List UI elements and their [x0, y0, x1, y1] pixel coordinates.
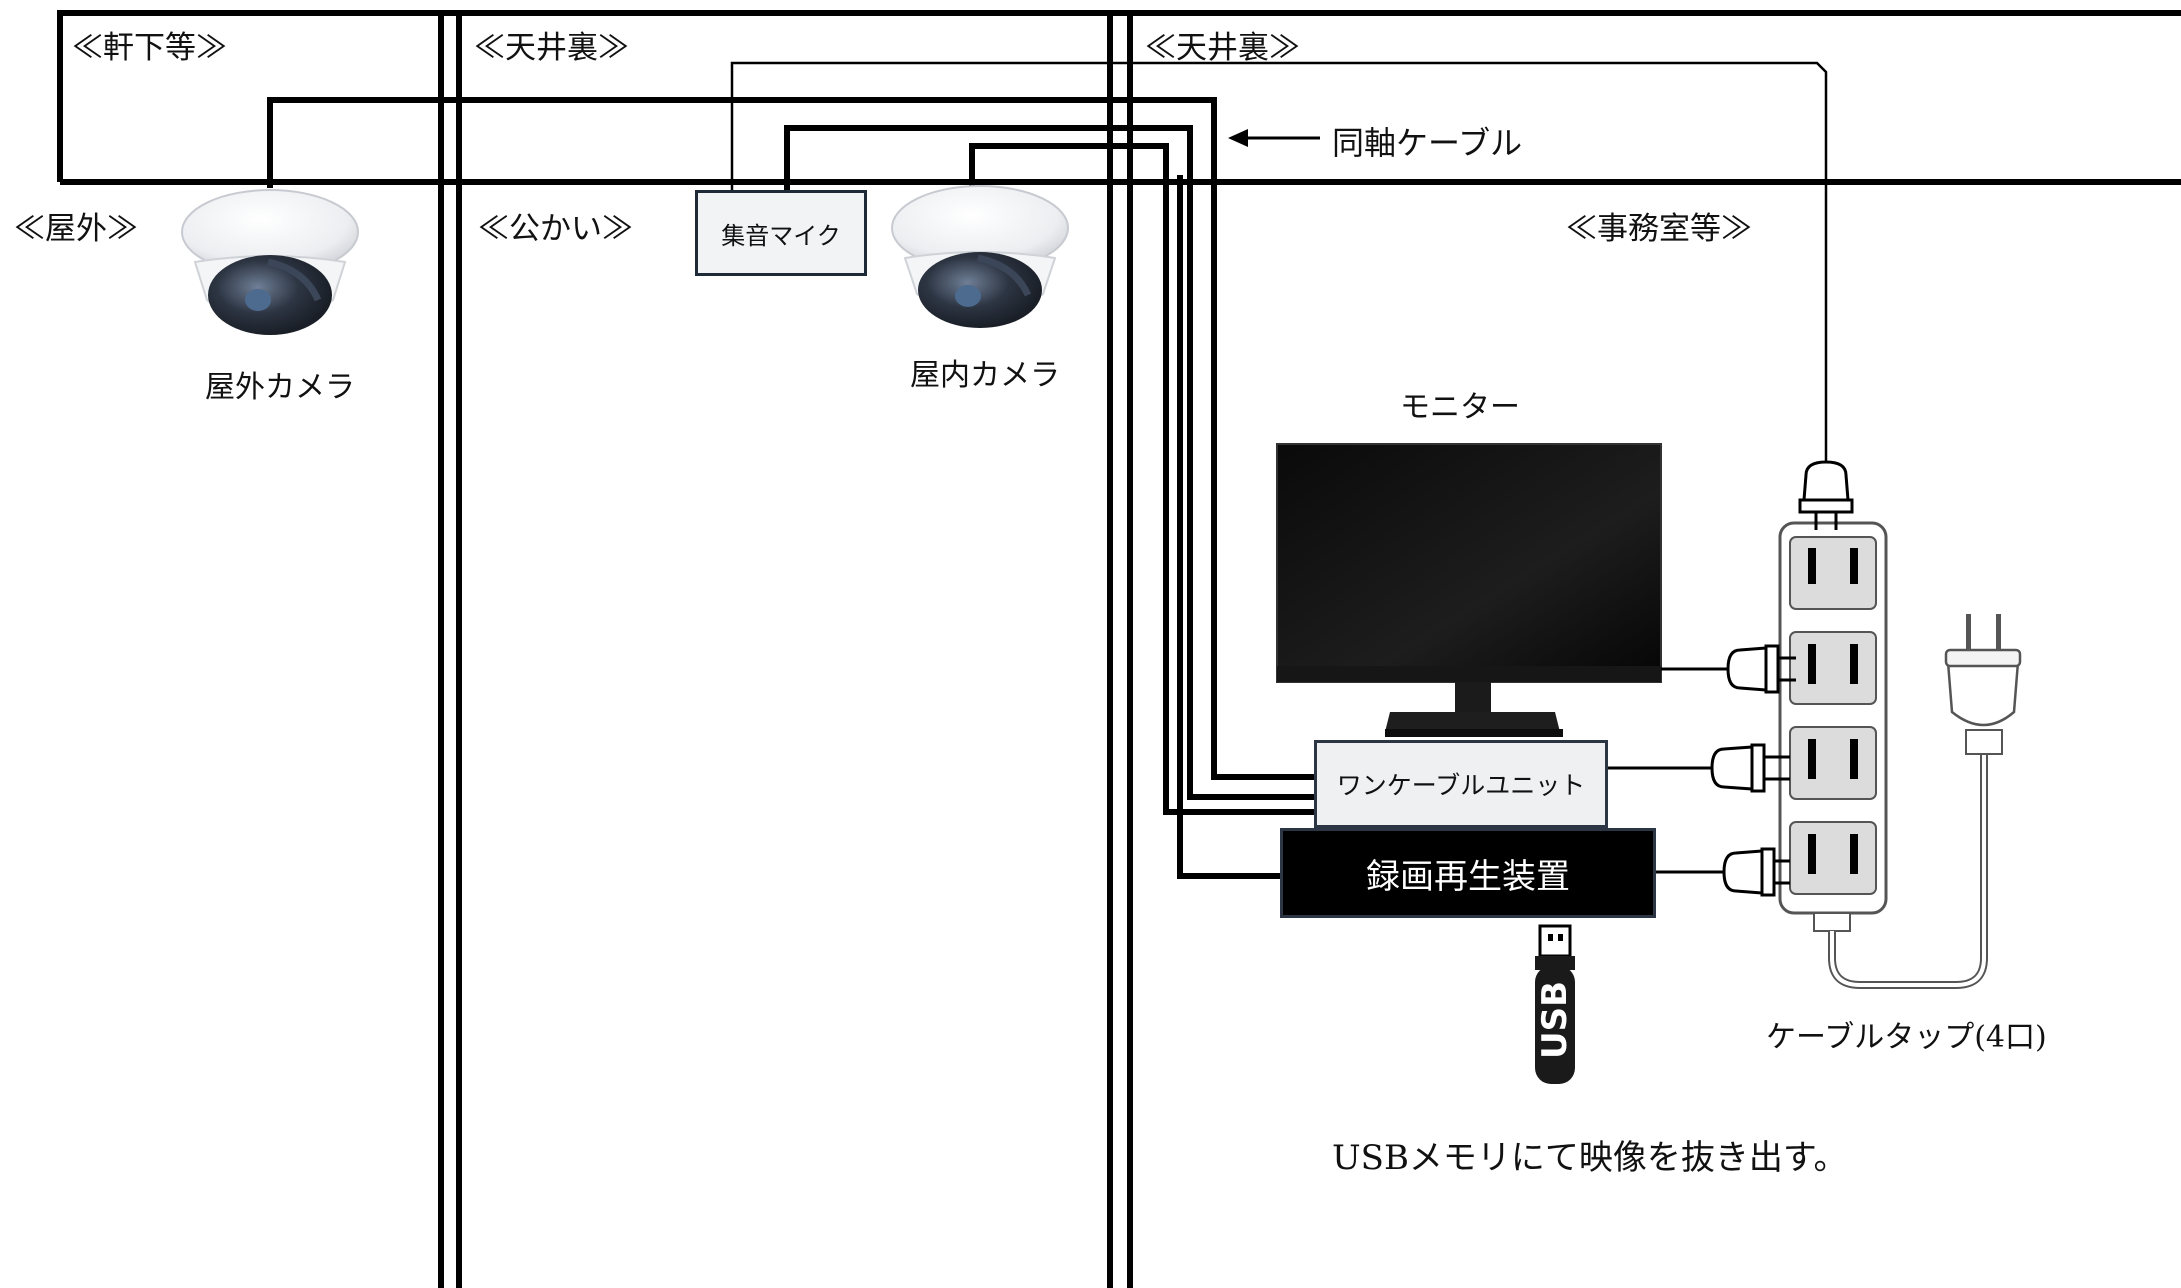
zone-label-okugai: ≪屋外≫ — [14, 211, 138, 247]
one-cable-unit-label: ワンケーブルユニット — [1336, 771, 1586, 800]
mic-box: 集音マイク — [695, 190, 867, 276]
recorder-label: 録画再生装置 — [1366, 856, 1570, 897]
indoor-camera-icon — [891, 185, 1069, 328]
monitor-label: モニター — [1400, 390, 1520, 425]
outdoor-camera-icon — [181, 189, 359, 335]
cable-mic — [784, 125, 1314, 800]
outdoor-camera-label: 屋外カメラ — [205, 370, 355, 405]
power-strip-icon — [1778, 521, 2022, 989]
power-strip-label: ケーブルタップ(4口) — [1766, 1020, 2047, 1055]
zone-label-nokishita: ≪軒下等≫ — [72, 30, 227, 66]
indoor-camera-label: 屋内カメラ — [910, 358, 1060, 393]
usb-stick-label: USB — [1535, 980, 1575, 1059]
zone-label-tenjoura-left: ≪天井裏≫ — [474, 30, 629, 66]
cable-indoor-camera — [969, 143, 1314, 815]
usb-caption: USBメモリにて映像を抜き出す。 — [1332, 1138, 1848, 1178]
coax-cables — [267, 97, 1314, 879]
recorder-box: 録画再生装置 — [1280, 828, 1656, 918]
monitor-icon — [1276, 443, 1662, 737]
usb-stick-icon — [1535, 924, 1575, 1084]
mic-power-cable — [730, 61, 1828, 462]
zone-label-jimushitsu: ≪事務室等≫ — [1566, 211, 1752, 247]
cable-outdoor-camera — [267, 97, 1314, 780]
coax-arrow — [1228, 129, 1320, 147]
building-frame — [57, 10, 2181, 1288]
plug-monitor — [1726, 644, 1796, 694]
cable-recorder — [1177, 175, 1280, 879]
zone-label-tenjoura-right: ≪天井裏≫ — [1145, 30, 1300, 66]
one-cable-unit-box: ワンケーブルユニット — [1314, 740, 1608, 828]
roof-line — [57, 10, 2181, 182]
plug-unit — [1710, 743, 1790, 793]
plug-top — [1798, 460, 1854, 530]
coax-cable-label: 同軸ケーブル — [1332, 124, 1523, 162]
plug-recorder — [1722, 847, 1790, 897]
zone-label-kokai: ≪公かい≫ — [478, 211, 633, 247]
mic-label: 集音マイク — [721, 221, 841, 250]
